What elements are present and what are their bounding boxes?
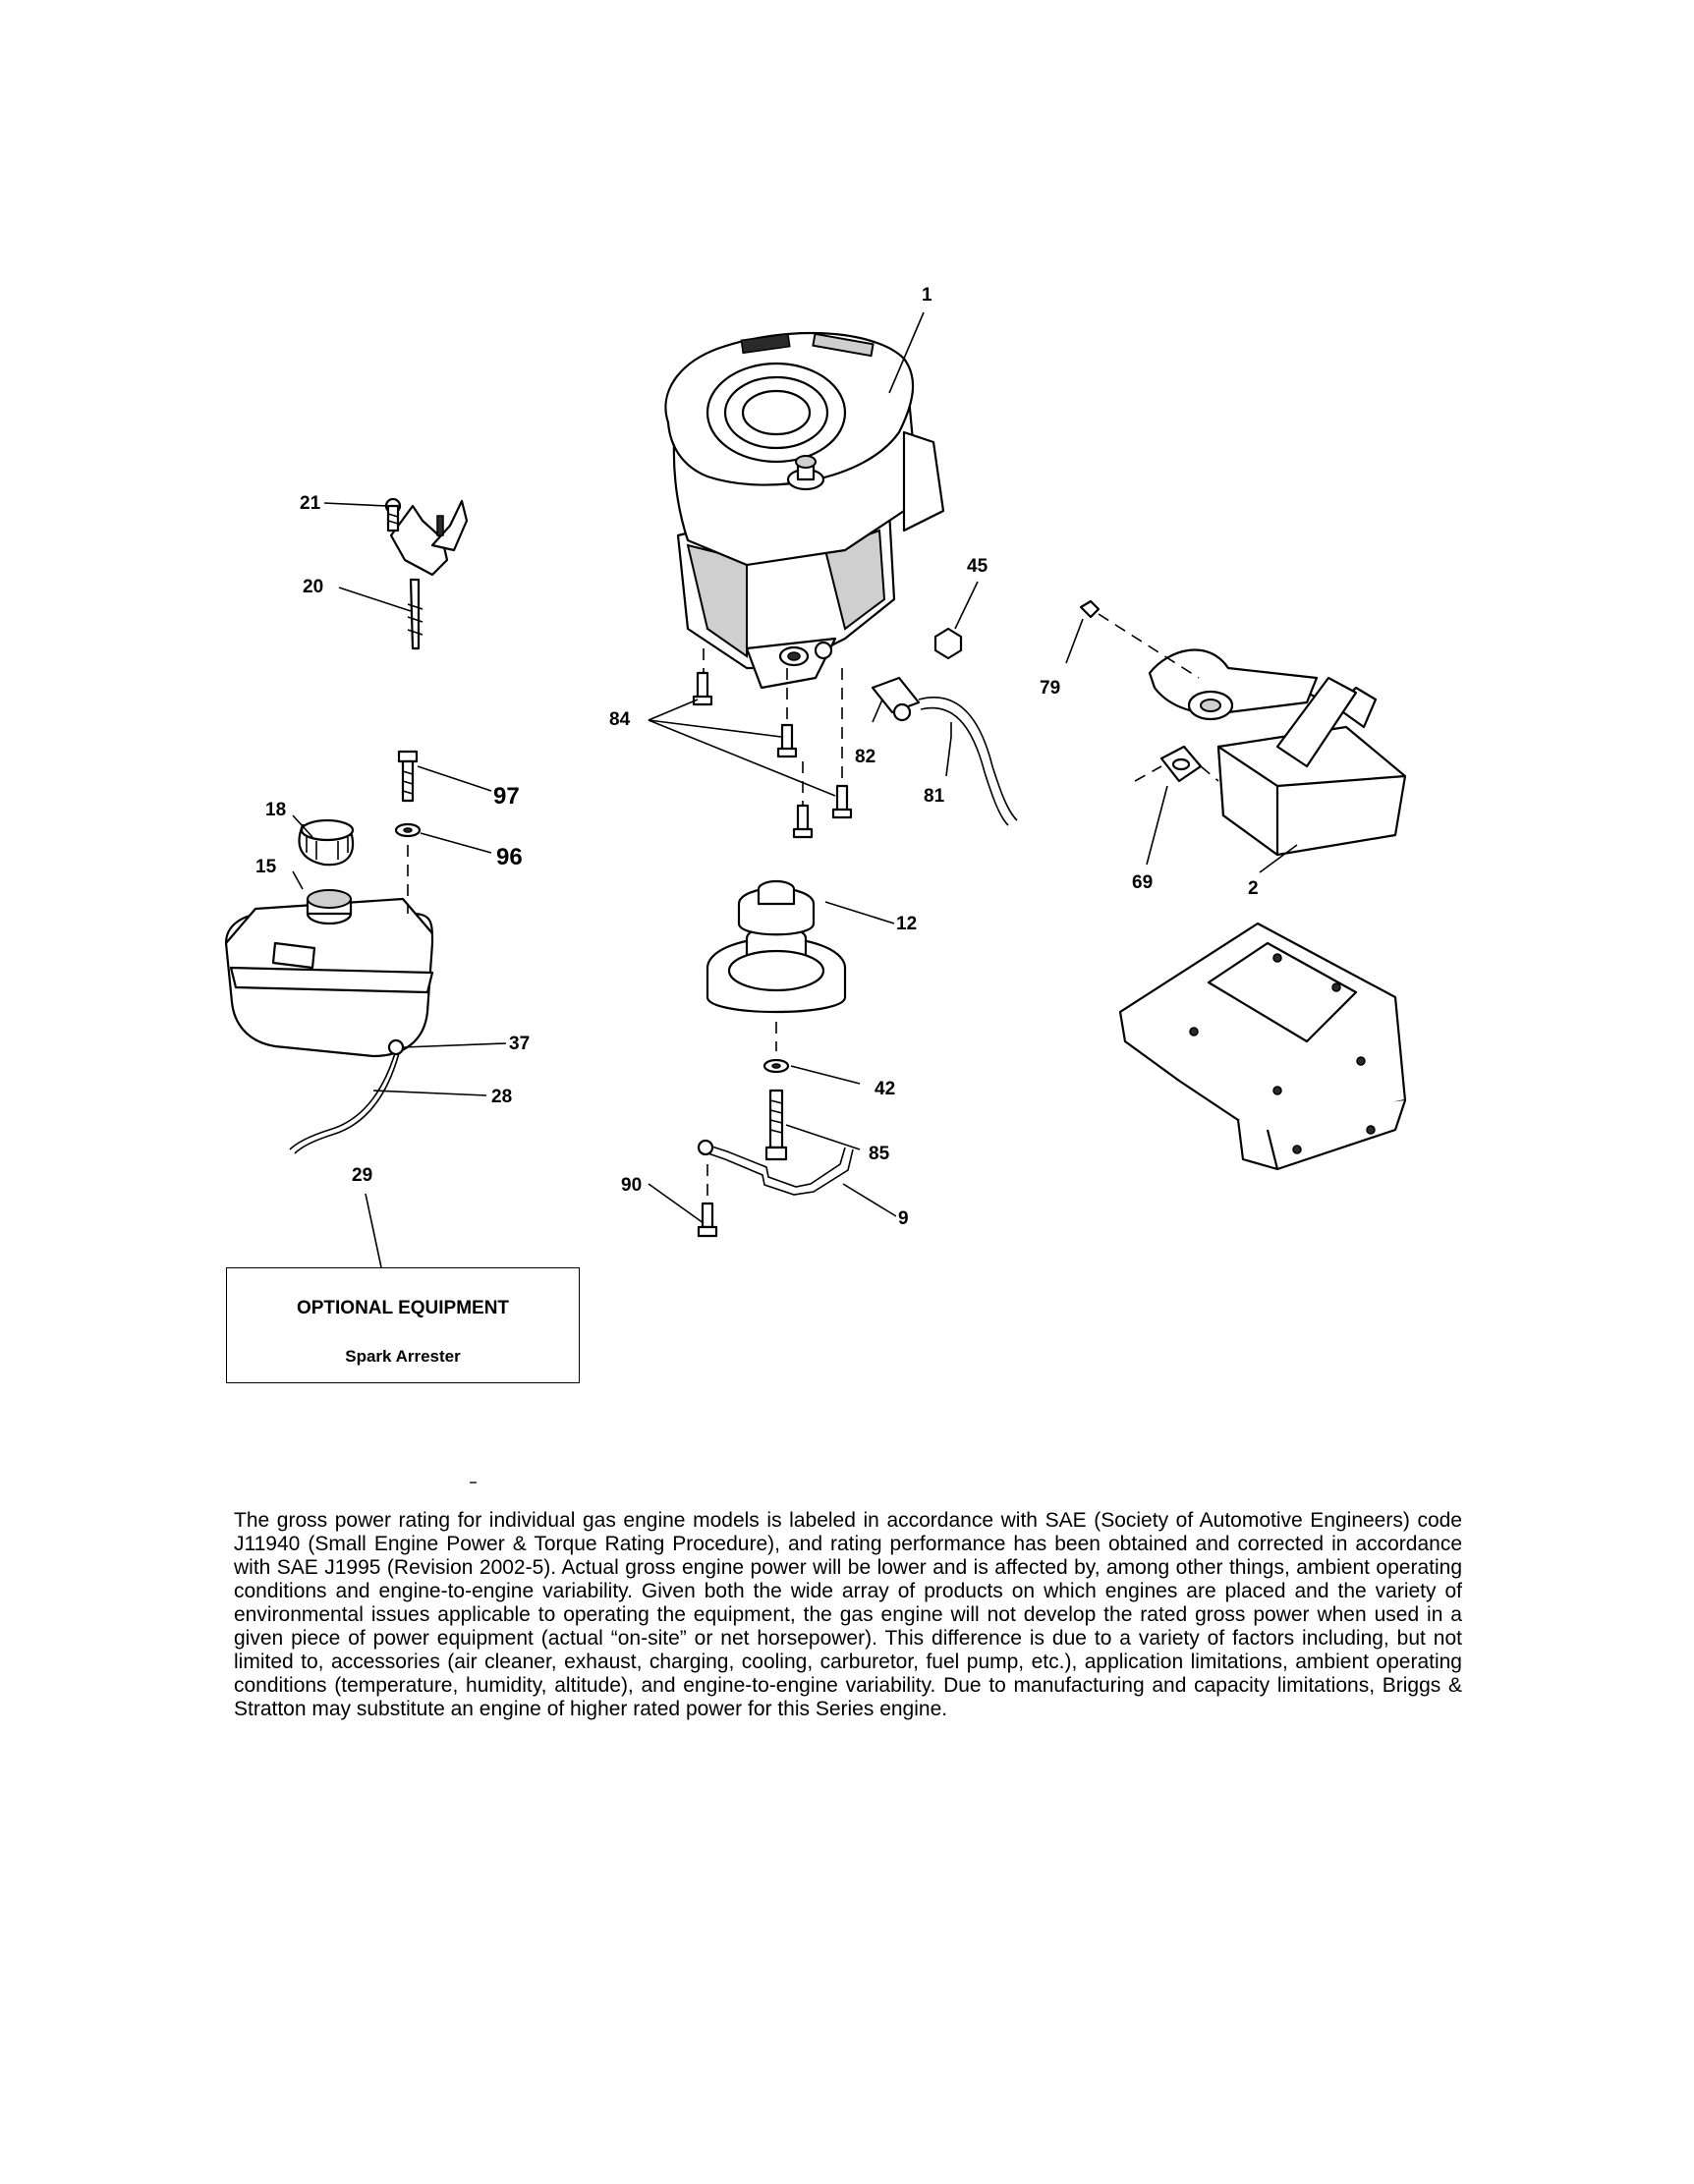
power-rating-disclaimer: The gross power rating for individual ga…	[234, 1509, 1462, 1720]
callout-37: 37	[509, 1034, 530, 1054]
callout-82: 82	[855, 747, 875, 767]
callout-leaders	[292, 311, 1298, 1268]
callout-96: 96	[496, 844, 523, 870]
fuel-tank-illustration	[224, 818, 434, 1058]
fuel-hose-illustration	[289, 1038, 405, 1154]
callout-29: 29	[352, 1165, 372, 1186]
muffler-illustration	[1079, 599, 1407, 857]
callout-79: 79	[1040, 678, 1060, 699]
stray-mark	[470, 1482, 477, 1484]
callout-90: 90	[621, 1175, 642, 1196]
callout-9: 9	[898, 1208, 909, 1229]
pulley-illustration	[706, 879, 847, 1051]
mounting-plate-illustration	[1118, 922, 1407, 1171]
callout-81: 81	[924, 786, 945, 807]
parts-diagram: 1 2 9 12 15 18 20 21 28 29 37 42 45 69 7…	[224, 285, 1407, 1268]
callout-12: 12	[896, 914, 917, 934]
nut-illustration	[933, 627, 963, 660]
bracket-illustration	[697, 1058, 854, 1238]
engine-illustration	[664, 331, 945, 690]
callout-28: 28	[491, 1087, 512, 1107]
optional-equipment-box: OPTIONAL EQUIPMENT Spark Arrester	[226, 1267, 580, 1383]
callout-1: 1	[922, 285, 932, 306]
cable-illustration	[871, 676, 1018, 826]
callout-15: 15	[255, 857, 277, 877]
mounting-bolts-illustration	[692, 648, 853, 839]
callout-18: 18	[265, 800, 286, 820]
bolt-washer-illustration	[394, 750, 422, 914]
callout-45: 45	[967, 556, 988, 577]
callout-labels: 1 2 9 12 15 18 20 21 28 29 37 42 45 69 7…	[255, 285, 1259, 1229]
callout-2: 2	[1248, 878, 1259, 899]
optional-equipment-item: Spark Arrester	[345, 1347, 461, 1366]
callout-84: 84	[609, 709, 631, 730]
callout-69: 69	[1132, 872, 1153, 893]
callout-42: 42	[875, 1079, 895, 1099]
callout-21: 21	[300, 493, 321, 514]
callout-85: 85	[869, 1144, 890, 1164]
optional-equipment-title: OPTIONAL EQUIPMENT	[296, 1298, 510, 1318]
callout-97: 97	[493, 783, 520, 810]
throttle-control-illustration	[384, 497, 469, 650]
callout-20: 20	[303, 577, 323, 597]
